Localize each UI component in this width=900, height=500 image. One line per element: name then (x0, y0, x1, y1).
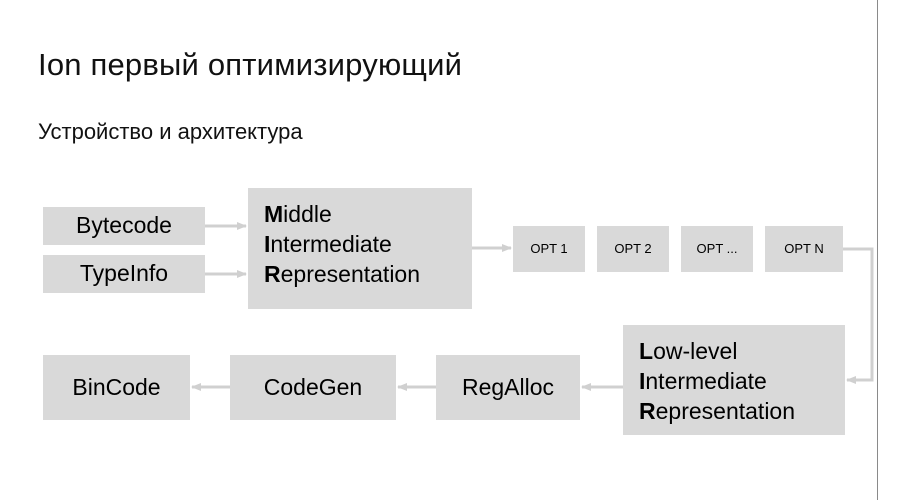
node-mir-label: Middle Intermediate Representation (264, 200, 420, 290)
node-regalloc[interactable]: RegAlloc (436, 355, 580, 420)
node-lir-line2-rest: ntermediate (645, 367, 767, 394)
node-lir-label: Low-level Intermediate Representation (639, 337, 795, 427)
node-opt-ellipsis-label: OPT ... (696, 240, 738, 256)
node-mir-line2-initial: I (264, 230, 271, 257)
node-mir-line3-initial: R (264, 260, 281, 287)
node-regalloc-label: RegAlloc (461, 373, 555, 400)
node-bincode[interactable]: BinCode (43, 355, 190, 420)
node-mir-line1-initial: M (264, 201, 284, 227)
node-lir-line1-rest: ow-level (653, 338, 738, 364)
node-opt-1-label: OPT 1 (530, 240, 568, 256)
node-typeinfo[interactable]: TypeInfo (43, 255, 205, 293)
node-mir-line3-rest: epresentation (280, 260, 421, 287)
node-codegen-label: CodeGen (263, 373, 363, 400)
node-bincode-label: BinCode (72, 373, 161, 400)
page-subtitle: Устройство и архитектура (38, 119, 303, 144)
node-codegen[interactable]: CodeGen (230, 355, 396, 420)
node-lir-line2-initial: I (639, 367, 646, 394)
node-middle-intermediate-representation[interactable]: Middle Intermediate Representation (248, 188, 472, 309)
node-opt-2-label: OPT 2 (614, 240, 652, 256)
node-opt-2[interactable]: OPT 2 (597, 226, 669, 272)
node-typeinfo-label: TypeInfo (79, 260, 169, 287)
node-opt-ellipsis[interactable]: OPT ... (681, 226, 753, 272)
node-opt-n[interactable]: OPT N (765, 226, 843, 272)
node-bytecode-label: Bytecode (76, 212, 172, 239)
node-lir-line3-rest: epresentation (655, 397, 796, 424)
node-bytecode[interactable]: Bytecode (43, 207, 205, 245)
node-opt-1[interactable]: OPT 1 (513, 226, 585, 272)
page-edge-divider (877, 0, 878, 500)
node-mir-line1-rest: iddle (283, 201, 332, 227)
node-mir-line2-rest: ntermediate (270, 230, 392, 257)
node-lir-line1-initial: L (639, 338, 654, 364)
node-lir-line3-initial: R (639, 397, 656, 424)
arrow-optn-to-lir (843, 247, 874, 384)
page-title: Ion первый оптимизирующий (38, 47, 463, 82)
node-low-level-intermediate-representation[interactable]: Low-level Intermediate Representation (623, 325, 845, 435)
node-opt-n-label: OPT N (784, 240, 824, 256)
